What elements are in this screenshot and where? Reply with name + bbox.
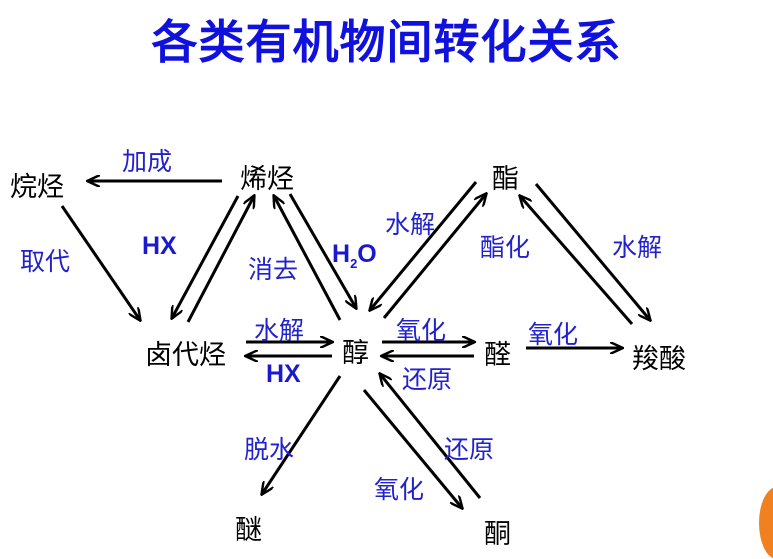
node-ketone: 酮 [484,519,511,550]
node-haloalkane: 卤代烃 [145,340,226,371]
label-dehydration: 脱水 [244,435,295,464]
arrow-ester-to-alcohol [370,181,478,310]
corner-accent-shape [759,487,773,559]
h2o-o: O [357,240,377,268]
node-aldehyde: 醛 [484,340,511,371]
label-h2o: H2O [332,240,377,271]
label-addition: 加成 [122,147,173,176]
arrow-alcohol-to-ketone [362,389,462,508]
arrow-alkene-to-haloalkane [172,195,240,318]
h2o-subscript: 2 [350,256,358,271]
diagram-title: 各类有机物间转化关系 [151,15,622,69]
label-hydrolysis-halo: 水解 [254,316,305,345]
label-reduction-aldehyde: 还原 [402,365,453,394]
node-carboxylic-acid: 羧酸 [632,344,686,375]
node-alcohol: 醇 [342,338,369,369]
label-hydrolysis-ester-left: 水解 [385,210,436,239]
label-hydrolysis-ester-right: 水解 [612,233,663,262]
label-oxidation-acid: 氧化 [528,320,579,349]
node-alkene: 烯烃 [240,164,294,195]
arrow-ketone-to-alcohol [380,374,482,499]
node-ether: 醚 [235,515,262,546]
label-hx-left: HX [142,232,177,260]
node-alkane: 烷烃 [10,172,64,203]
label-reduction-ketone: 还原 [444,435,495,464]
arrow-ester-to-acid [534,183,650,320]
node-ester: 酯 [492,164,519,195]
arrow-alcohol-to-ether [262,375,342,494]
label-substitution: 取代 [20,247,71,276]
label-oxidation-ketone: 氧化 [374,475,425,504]
label-oxidation-aldehyde: 氧化 [396,316,447,345]
arrow-alcohol-to-alkene [274,196,342,321]
arrow-alkene-to-alcohol [288,193,356,308]
arrow-haloalkane-to-alkene [186,196,254,323]
h2o-h: H [332,240,351,268]
label-hx-bottom: HX [266,360,301,388]
arrow-alkane-to-haloalkane [60,205,140,320]
arrow-acid-to-ester [520,196,634,325]
label-elimination: 消去 [248,255,299,284]
label-esterification: 酯化 [480,233,531,262]
arrow-alcohol-to-ester [382,194,486,319]
